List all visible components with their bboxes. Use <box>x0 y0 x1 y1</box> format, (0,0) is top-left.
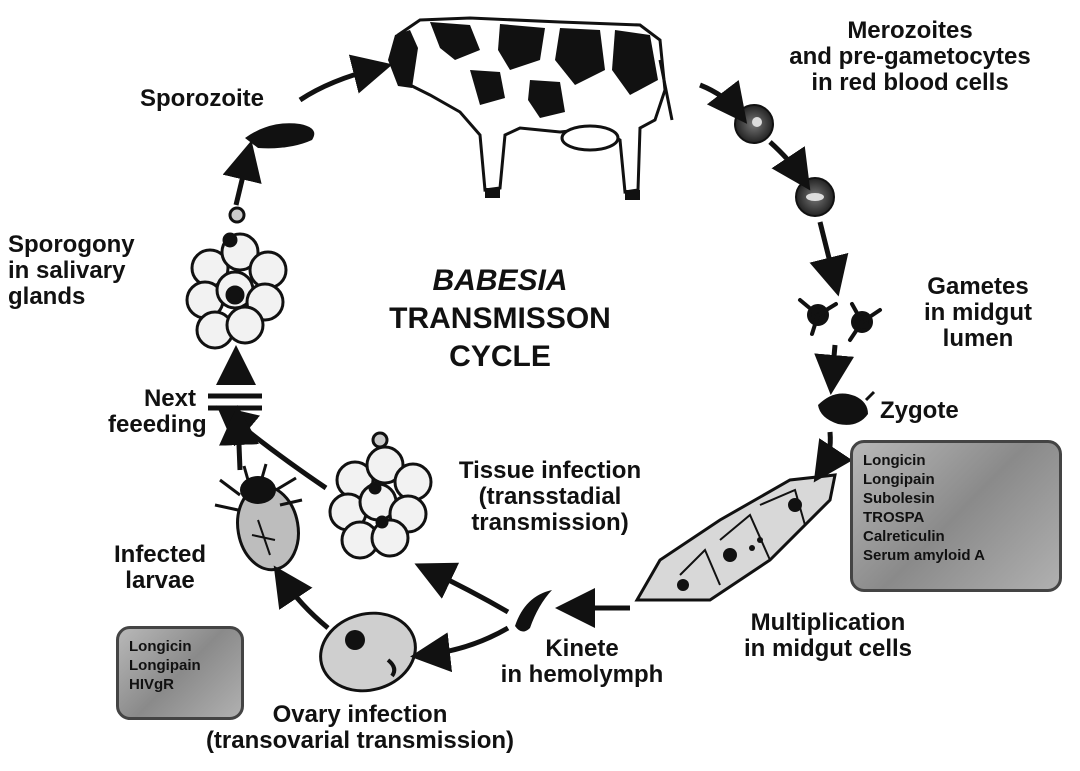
diagram-title: BABESIA TRANSMISSON CYCLE <box>320 262 680 376</box>
protein-item: Longicin <box>129 638 192 655</box>
protein-item: Longipain <box>129 657 201 674</box>
cow-illustration <box>388 16 674 200</box>
title-line-2: TRANSMISSON <box>389 302 611 335</box>
label-zygote: Zygote <box>880 397 959 424</box>
arrow-gametes-to-zygote <box>814 344 855 395</box>
label-sporogony: Sporogony in salivary glands <box>8 231 135 310</box>
zygote-tail <box>864 390 876 402</box>
midgut-protein-box: Longicin Longipain Subolesin TROSPA Calr… <box>850 440 1062 592</box>
protein-item: Subolesin <box>863 490 935 507</box>
red-blood-cell-icon <box>734 104 774 144</box>
label-ovary-infection: Ovary infection (transovarial transmissi… <box>205 701 515 754</box>
salivary-gland-illustration <box>185 206 288 350</box>
label-kinete: Kinete in hemolymph <box>500 635 664 688</box>
tick-larva-illustration <box>214 463 303 572</box>
label-gametes: Gametes in midgut lumen <box>924 273 1032 352</box>
kinete-cell <box>515 590 552 632</box>
red-blood-cell-icon <box>795 177 835 217</box>
title-line-3: CYCLE <box>449 340 551 373</box>
label-tissue-infection: Tissue infection (transstadial transmiss… <box>458 457 642 536</box>
protein-item: HIVgR <box>129 676 174 693</box>
arrow-ovary-to-larvae <box>273 565 330 630</box>
protein-item: Longicin <box>863 452 926 469</box>
title-line-1: BABESIA <box>432 264 568 297</box>
label-multiplication: Multiplication in midgut cells <box>743 609 913 662</box>
arrow-sporozoite-to-cow <box>298 54 393 103</box>
ovary-cell-illustration <box>319 611 417 693</box>
protein-item: Longipain <box>863 471 935 488</box>
protein-item: Serum amyloid A <box>863 547 985 564</box>
protein-item: TROSPA <box>863 509 925 526</box>
protein-item: Calreticulin <box>863 528 945 545</box>
gamete-cells <box>798 298 882 342</box>
arrow-gland-to-sporozoite <box>222 140 262 206</box>
arrow-zygote-to-midgut <box>813 431 853 483</box>
arrow-cow-to-merozoites <box>699 79 748 124</box>
arrow-kinete-to-tissue <box>414 562 510 615</box>
sporozoite-cell <box>245 123 315 149</box>
zygote-cell <box>818 393 868 425</box>
tissue-gland-illustration <box>328 431 433 560</box>
ovary-protein-box: Longicin Longipain HIVgR <box>116 626 244 720</box>
label-next-feeding: Next feeeding <box>108 385 207 438</box>
arrow-rbc-to-gametes <box>809 221 849 297</box>
label-sporozoite: Sporozoite <box>140 85 264 112</box>
arrow-tissue-to-feeding <box>216 405 328 491</box>
next-feeding-bar <box>208 393 262 411</box>
label-infected-larvae: Infected larvae <box>113 541 206 594</box>
arrow-kinete-to-ovary <box>410 625 510 673</box>
arrow-larvae-to-feeding <box>219 405 259 471</box>
label-merozoites: Merozoites and pre-gametocytes in red bl… <box>789 17 1031 96</box>
arrow-rbc-to-rbc <box>768 140 811 191</box>
